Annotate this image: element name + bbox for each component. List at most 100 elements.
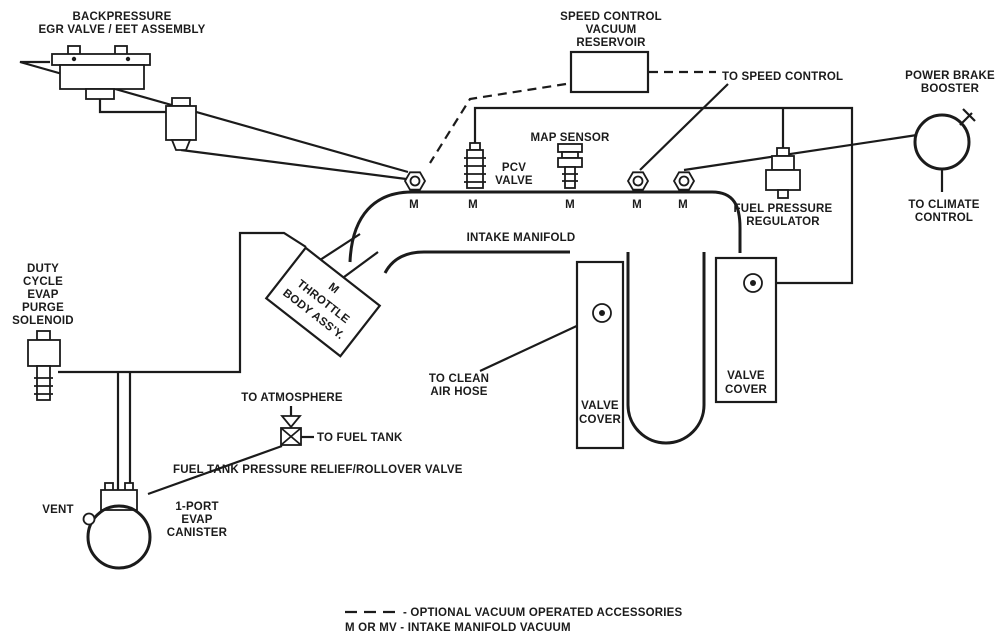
solenoid-label-4: PURGE [22, 302, 64, 314]
port-m-label-3: M [565, 199, 575, 211]
pcv-label-1: PCV [502, 162, 526, 174]
rollover-valve-symbol [280, 406, 302, 446]
booster-check-valve-tick [962, 108, 976, 122]
diagram-labels: BACKPRESSURE EGR VALVE / EET ASSEMBLY SP… [12, 11, 995, 539]
solenoid-ribs [34, 377, 53, 395]
hose-solenoid-throttle [58, 231, 307, 374]
valve-cover-left-label-2: COVER [579, 414, 621, 426]
pcv-nipple [469, 142, 481, 151]
fuel-pressure-regulator-symbol [765, 147, 801, 199]
purge-solenoid-symbol [27, 330, 61, 401]
to-fuel-tank-label: TO FUEL TANK [317, 432, 403, 444]
booster-circle [913, 113, 971, 171]
fpr-label-1: FUEL PRESSURE [734, 203, 833, 215]
pcv-label-2: VALVE [495, 175, 533, 187]
hose-rollover-canister [147, 444, 283, 496]
vent-label: VENT [42, 504, 73, 516]
map-stem-ribs [562, 173, 578, 182]
egr-body [59, 64, 145, 90]
valve-cover-right-label-2: COVER [725, 384, 767, 396]
reservoir-label-1: SPEED CONTROL [560, 11, 662, 23]
backpressure-label-2: EGR VALVE / EET ASSEMBLY [38, 24, 205, 36]
map-sensor-label: MAP SENSOR [530, 132, 610, 144]
canister-label-1: 1-PORT [175, 501, 218, 513]
legend: - OPTIONAL VACUUM OPERATED ACCESSORIES M… [345, 607, 682, 634]
port-m-label-4: M [632, 199, 642, 211]
hose-speed-control-feed [639, 83, 729, 171]
solenoid-nub [36, 330, 51, 341]
fpr-stem [777, 189, 789, 199]
hex-fitting-port-3 [678, 175, 690, 187]
rollover-x-mark [280, 427, 302, 446]
fpr-nipple [776, 147, 790, 157]
booster-label-2: BOOSTER [921, 83, 980, 95]
power-brake-booster-symbol [913, 108, 976, 171]
vacuum-hoses [19, 60, 944, 496]
clean-air-label-1: TO CLEAN [429, 373, 489, 385]
hex-fitting-port-2 [632, 175, 644, 187]
throttle-body-box [264, 246, 382, 358]
egr-top-plate [51, 53, 151, 66]
dashed-hose-reservoir-manifold [429, 82, 567, 164]
throttle-body-symbol: M THROTTLE BODY ASS'Y. [264, 246, 382, 358]
legend-optional-label: - OPTIONAL VACUUM OPERATED ACCESSORIES [403, 607, 682, 619]
climate-label-1: TO CLIMATE [908, 199, 979, 211]
reservoir-label-2: VACUUM [586, 24, 637, 36]
egr-transducer-tip [170, 139, 192, 151]
evap-canister-symbol [82, 482, 152, 570]
speed-control-reservoir-symbol [569, 50, 650, 94]
port-m-label-1: M [409, 199, 419, 211]
egr-transducer-cap [171, 97, 191, 107]
valve-cover-right [714, 256, 778, 404]
hose-egr-internal [98, 98, 166, 114]
to-atmosphere-label: TO ATMOSPHERE [241, 392, 343, 404]
rollover-funnel [280, 415, 302, 429]
fpr-top [771, 155, 795, 171]
pcv-valve-symbol [464, 142, 486, 189]
vent-port-icon [82, 512, 96, 526]
booster-label-1: POWER BRAKE [905, 70, 995, 82]
hose-egr-short [180, 148, 415, 182]
reservoir-box [569, 50, 650, 94]
solenoid-body [27, 339, 61, 367]
valve-cover-right-label-1: VALVE [727, 370, 765, 382]
egr-bolt-left [71, 56, 77, 62]
map-cap [557, 143, 583, 153]
map-base [557, 157, 583, 168]
canister-label-3: CANISTER [167, 527, 228, 539]
intake-manifold-label: INTAKE MANIFOLD [467, 232, 576, 244]
to-speed-control-label: TO SPEED CONTROL [722, 71, 843, 83]
hose-booster-feed [683, 133, 918, 172]
solenoid-label-1: DUTY [27, 263, 59, 275]
solenoid-label-2: CYCLE [23, 276, 63, 288]
valve-cover-left [575, 260, 625, 450]
map-sensor-symbol [557, 143, 583, 189]
manifold-fittings [403, 171, 696, 191]
grommet-left-center [599, 310, 605, 316]
manifold-inner-outline [383, 250, 570, 274]
fpr-label-2: REGULATOR [746, 216, 820, 228]
valve-cover-right-box [714, 256, 778, 404]
solenoid-stem [36, 365, 51, 401]
intake-manifold-outline [348, 190, 742, 445]
duct-line-2 [339, 251, 379, 281]
grommet-right-center [750, 280, 756, 286]
port-m-label-2: M [468, 199, 478, 211]
legend-manifold-vacuum-label: M OR MV - INTAKE MANIFOLD VACUUM [345, 622, 571, 634]
reservoir-label-3: RESERVOIR [576, 37, 646, 49]
egr-neck [85, 88, 115, 100]
egr-bolt-right [125, 56, 131, 62]
climate-label-2: CONTROL [915, 212, 973, 224]
solenoid-label-3: EVAP [27, 289, 58, 301]
canister-body [86, 504, 152, 570]
rollover-valve-label: FUEL TANK PRESSURE RELIEF/ROLLOVER VALVE [173, 464, 463, 476]
hose-pcv-main [473, 106, 854, 285]
valve-cover-left-label-1: VALVE [581, 400, 619, 412]
canister-label-2: EVAP [181, 514, 212, 526]
clean-air-label-2: AIR HOSE [430, 386, 487, 398]
valve-cover-left-box [575, 260, 625, 450]
egr-assembly-symbol [51, 45, 197, 151]
map-stem [564, 166, 576, 189]
